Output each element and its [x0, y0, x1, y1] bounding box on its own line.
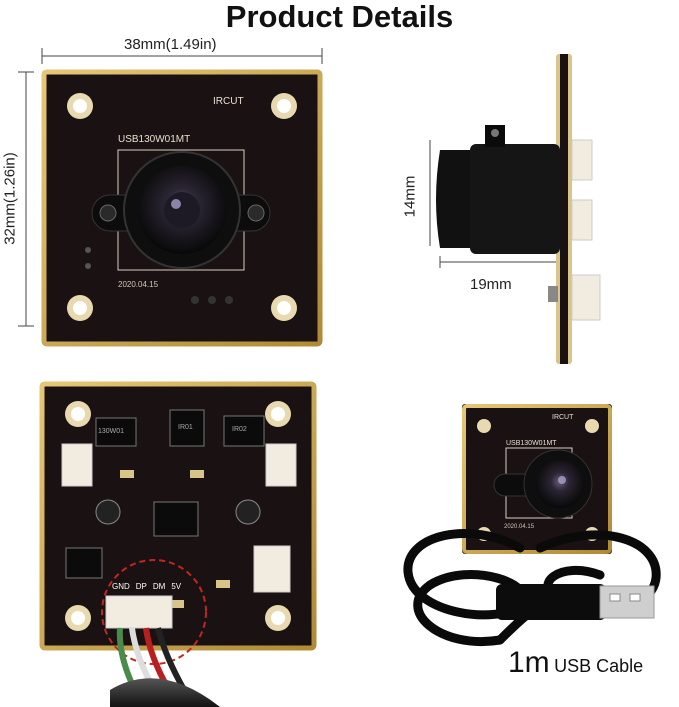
date-silkscreen: 2020.04.15 — [118, 280, 159, 289]
page-title: Product Details — [225, 0, 454, 34]
pin-dm: DM — [152, 582, 166, 591]
front-board — [18, 48, 323, 347]
pin-5v: 5V — [171, 582, 182, 591]
model-silkscreen: USB130W01MT — [118, 134, 191, 145]
cable-date-silkscreen: 2020.04.15 — [504, 524, 535, 530]
ircut-silkscreen: IRCUT — [213, 96, 244, 107]
chip-label-ir02: IR02 — [232, 426, 247, 433]
pin-dp: DP — [135, 582, 147, 591]
chip-label-ir01: IR01 — [178, 424, 193, 431]
chip-label-main: 130W01 — [98, 428, 125, 435]
usb-pin-labels: GND DP DM 5V — [112, 582, 181, 591]
lens-height-dimension: 14mm — [401, 175, 419, 218]
side-profile — [429, 54, 601, 364]
lens-depth-dimension: 19mm — [470, 276, 512, 293]
cable-model-silkscreen: USB130W01MT — [506, 440, 557, 447]
width-dimension: 38mm(1.49in) — [124, 36, 217, 53]
pin-gnd: GND — [112, 582, 130, 591]
cable-ircut-silkscreen: IRCUT — [552, 414, 574, 421]
height-dimension: 32mm(1.26in) — [1, 152, 19, 245]
cable-assembly — [403, 404, 661, 646]
cable-type: USB Cable — [554, 656, 644, 676]
back-board — [39, 381, 317, 707]
cable-length: 1m — [508, 646, 550, 679]
cable-label: 1m USB Cable — [508, 646, 643, 680]
